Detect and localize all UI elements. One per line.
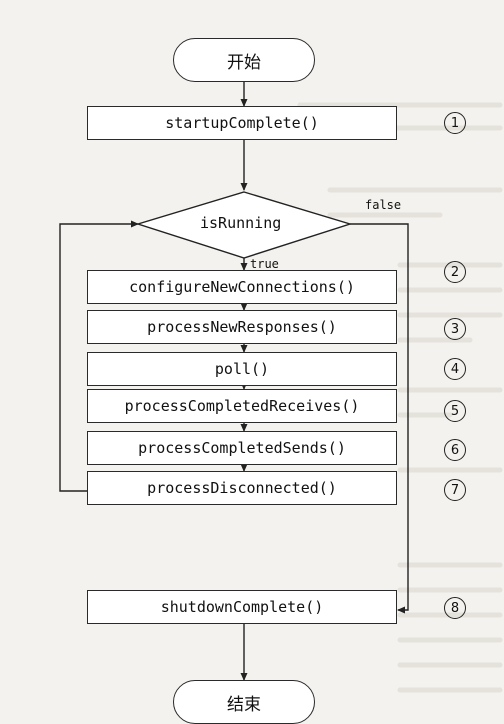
step-label: shutdownComplete(): [160, 598, 324, 616]
step-label: processDisconnected(): [147, 479, 337, 497]
step-label: processNewResponses(): [147, 318, 337, 336]
arrow-loop-back: [59, 220, 139, 492]
step-label: configureNewConnections(): [129, 278, 355, 296]
step-label: startupComplete(): [165, 114, 319, 132]
start-terminal: 开始: [173, 38, 315, 82]
arrow-decision-false: [350, 223, 409, 614]
step-process-completed-sends: processCompletedSends(): [87, 431, 397, 465]
step-process-disconnected: processDisconnected(): [87, 471, 397, 505]
start-label: 开始: [227, 52, 261, 73]
end-terminal: 结束: [173, 680, 315, 724]
end-label: 结束: [227, 694, 261, 715]
step-label: poll(): [214, 360, 270, 378]
step-number-5: 5: [444, 400, 466, 422]
step-shutdown-complete: shutdownComplete(): [87, 590, 397, 624]
step-number-1: 1: [444, 112, 466, 134]
decision-diamond: [135, 191, 353, 259]
step-configure-new-connections: configureNewConnections(): [87, 270, 397, 304]
step-process-completed-receives: processCompletedReceives(): [87, 389, 397, 423]
step-startup-complete: startupComplete(): [87, 106, 397, 140]
step-number-8: 8: [444, 597, 466, 619]
step-number-7: 7: [444, 479, 466, 501]
step-number-4: 4: [444, 358, 466, 380]
step-number-6: 6: [444, 439, 466, 461]
step-label: processCompletedSends(): [138, 439, 346, 457]
false-label: false: [365, 198, 402, 212]
step-number-3: 3: [444, 318, 466, 340]
step-process-new-responses: processNewResponses(): [87, 310, 397, 344]
step-label: processCompletedReceives(): [124, 397, 360, 415]
decision-label: isRunning: [200, 214, 282, 232]
step-poll: poll(): [87, 352, 397, 386]
step-number-2: 2: [444, 261, 466, 283]
true-label: true: [250, 257, 279, 271]
